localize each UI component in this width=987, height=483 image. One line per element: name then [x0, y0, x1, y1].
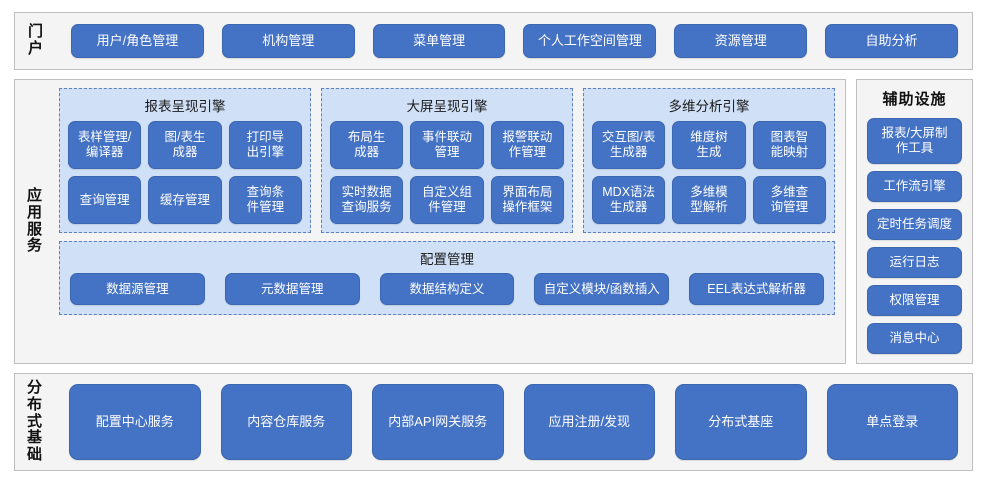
portal-item-menu[interactable]: 菜单管理 — [372, 24, 506, 58]
config-item-custom-module[interactable]: 自定义模块/函数插入 — [534, 273, 670, 305]
aux-item-permission-manager[interactable]: 权限管理 — [867, 285, 962, 316]
configuration-management-items: 数据源管理 元数据管理 数据结构定义 自定义模块/函数插入 EEL表达式解析器 — [70, 273, 824, 305]
portal-item-workspace[interactable]: 个人工作空间管理 — [523, 24, 657, 58]
config-item-datasource[interactable]: 数据源管理 — [70, 273, 205, 305]
report-rendering-engine-title: 报表呈现引擎 — [144, 99, 226, 114]
base-item-service-registry[interactable]: 应用注册/发现 — [523, 384, 655, 460]
engine-item-ui-layout-framework[interactable]: 界面布局 操作框架 — [490, 176, 564, 224]
application-services-panel: 应用服务 报表呈现引擎 表样管理/ 编译器 图/表生 成器 打印导 出引擎 查询… — [14, 79, 846, 364]
aux-item-runtime-log[interactable]: 运行日志 — [867, 247, 962, 278]
engine-item-model-parser[interactable]: 多维模 型解析 — [672, 176, 746, 224]
aux-item-workflow-engine[interactable]: 工作流引擎 — [867, 171, 962, 202]
portal-item-user-role[interactable]: 用户/角色管理 — [71, 24, 204, 58]
application-services-label: 应用服务 — [26, 186, 43, 255]
engine-item-alarm-action[interactable]: 报警联动 作管理 — [490, 121, 564, 169]
portal-item-org[interactable]: 机构管理 — [221, 24, 355, 58]
engine-item-cache-manager[interactable]: 缓存管理 — [148, 176, 222, 224]
engine-item-chart-mapping[interactable]: 图表智 能映射 — [752, 121, 826, 169]
auxiliary-facilities-panel: 辅助设施 报表/大屏制 作工具 工作流引擎 定时任务调度 运行日志 权限管理 消… — [856, 79, 973, 364]
report-rendering-engine-items: 表样管理/ 编译器 图/表生 成器 打印导 出引擎 查询管理 缓存管理 查询条 … — [68, 121, 302, 224]
dashboard-rendering-engine-group: 大屏呈现引擎 布局生 成器 事件联动 管理 报警联动 作管理 实时数据 查询服务… — [321, 88, 573, 233]
aux-item-message-center[interactable]: 消息中心 — [867, 323, 962, 354]
engine-item-layout-generator[interactable]: 布局生 成器 — [330, 121, 404, 169]
base-item-sso[interactable]: 单点登录 — [826, 384, 958, 460]
base-item-api-gateway[interactable]: 内部API网关服务 — [372, 384, 504, 460]
base-item-content-repo[interactable]: 内容仓库服务 — [220, 384, 352, 460]
configuration-management-title: 配置管理 — [420, 252, 474, 267]
engine-item-query-condition[interactable]: 查询条 件管理 — [228, 176, 302, 224]
distributed-base-label: 分布式基础 — [26, 379, 43, 464]
engine-item-event-linkage[interactable]: 事件联动 管理 — [410, 121, 484, 169]
engine-item-mdx-generator[interactable]: MDX语法 生成器 — [592, 176, 666, 224]
distributed-base-button-group: 配置中心服务 内容仓库服务 内部API网关服务 应用注册/发现 分布式基座 单点… — [55, 374, 972, 470]
dashboard-rendering-engine-items: 布局生 成器 事件联动 管理 报警联动 作管理 实时数据 查询服务 自定义组 件… — [330, 121, 564, 224]
engine-item-custom-component[interactable]: 自定义组 件管理 — [410, 176, 484, 224]
engine-item-dimension-tree[interactable]: 维度树 生成 — [672, 121, 746, 169]
portal-item-resource[interactable]: 资源管理 — [674, 24, 808, 58]
engine-item-print-export[interactable]: 打印导 出引擎 — [228, 121, 302, 169]
engines-row: 报表呈现引擎 表样管理/ 编译器 图/表生 成器 打印导 出引擎 查询管理 缓存… — [59, 88, 835, 233]
engine-item-chart-generator[interactable]: 图/表生 成器 — [148, 121, 222, 169]
auxiliary-facilities-title: 辅助设施 — [882, 91, 947, 108]
configuration-management-group: 配置管理 数据源管理 元数据管理 数据结构定义 自定义模块/函数插入 EEL表达… — [59, 241, 835, 315]
portal-panel: 门户 用户/角色管理 机构管理 菜单管理 个人工作空间管理 资源管理 自助分析 — [14, 12, 973, 70]
engine-item-olap-query-manager[interactable]: 多维查 询管理 — [752, 176, 826, 224]
engine-item-template-manager[interactable]: 表样管理/ 编译器 — [68, 121, 142, 169]
engine-item-query-manager[interactable]: 查询管理 — [68, 176, 142, 224]
distributed-base-panel: 分布式基础 配置中心服务 内容仓库服务 内部API网关服务 应用注册/发现 分布… — [14, 373, 973, 471]
portal-section-label: 门户 — [27, 23, 44, 57]
olap-analysis-engine-group: 多维分析引擎 交互图/表 生成器 维度树 生成 图表智 能映射 MDX语法 生成… — [583, 88, 835, 233]
base-item-distributed-foundation[interactable]: 分布式基座 — [675, 384, 807, 460]
config-item-eel-parser[interactable]: EEL表达式解析器 — [689, 273, 824, 305]
engine-item-realtime-query[interactable]: 实时数据 查询服务 — [330, 176, 404, 224]
portal-item-selfservice[interactable]: 自助分析 — [825, 24, 958, 58]
engine-item-interactive-chart[interactable]: 交互图/表 生成器 — [592, 121, 666, 169]
dashboard-rendering-engine-title: 大屏呈现引擎 — [406, 99, 488, 114]
portal-button-group: 用户/角色管理 机构管理 菜单管理 个人工作空间管理 资源管理 自助分析 — [57, 13, 972, 69]
olap-analysis-engine-items: 交互图/表 生成器 维度树 生成 图表智 能映射 MDX语法 生成器 多维模 型… — [592, 121, 826, 224]
config-item-data-structure[interactable]: 数据结构定义 — [379, 273, 515, 305]
base-item-config-center[interactable]: 配置中心服务 — [69, 384, 201, 460]
config-item-metadata[interactable]: 元数据管理 — [224, 273, 360, 305]
report-rendering-engine-group: 报表呈现引擎 表样管理/ 编译器 图/表生 成器 打印导 出引擎 查询管理 缓存… — [59, 88, 311, 233]
aux-item-report-design-tool[interactable]: 报表/大屏制 作工具 — [867, 118, 962, 164]
olap-analysis-engine-title: 多维分析引擎 — [668, 99, 750, 114]
aux-item-task-scheduler[interactable]: 定时任务调度 — [867, 209, 962, 240]
application-services-body: 报表呈现引擎 表样管理/ 编译器 图/表生 成器 打印导 出引擎 查询管理 缓存… — [55, 80, 845, 363]
middle-section: 应用服务 报表呈现引擎 表样管理/ 编译器 图/表生 成器 打印导 出引擎 查询… — [14, 79, 973, 364]
